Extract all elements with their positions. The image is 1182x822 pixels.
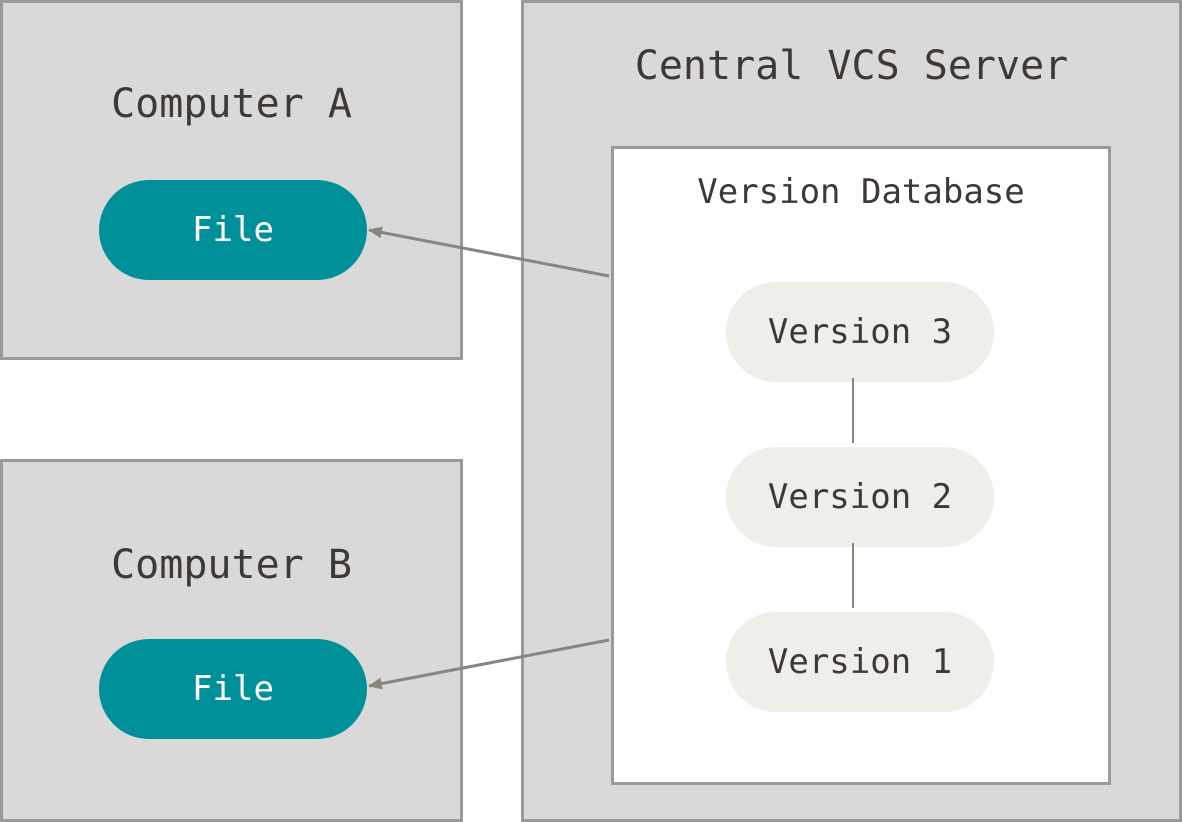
computer-a-title: Computer A bbox=[111, 81, 352, 127]
central-vcs-server-title: Central VCS Server bbox=[634, 43, 1069, 89]
computer-b-title: Computer B bbox=[111, 542, 352, 588]
version-database-box: Version Database Version 3 Version 2 Ver… bbox=[611, 146, 1111, 785]
computer-b-panel: Computer B File bbox=[0, 459, 463, 822]
central-vcs-server-panel: Central VCS Server Version Database Vers… bbox=[521, 0, 1182, 822]
computer-a-file: File bbox=[99, 180, 367, 280]
computer-a-panel: Computer A File bbox=[0, 0, 463, 360]
version-1-node: Version 1 bbox=[726, 612, 994, 712]
version-3-node: Version 3 bbox=[726, 282, 994, 382]
version-database-title: Version Database bbox=[697, 172, 1025, 212]
computer-b-file: File bbox=[99, 639, 367, 739]
version-2-node: Version 2 bbox=[726, 447, 994, 547]
